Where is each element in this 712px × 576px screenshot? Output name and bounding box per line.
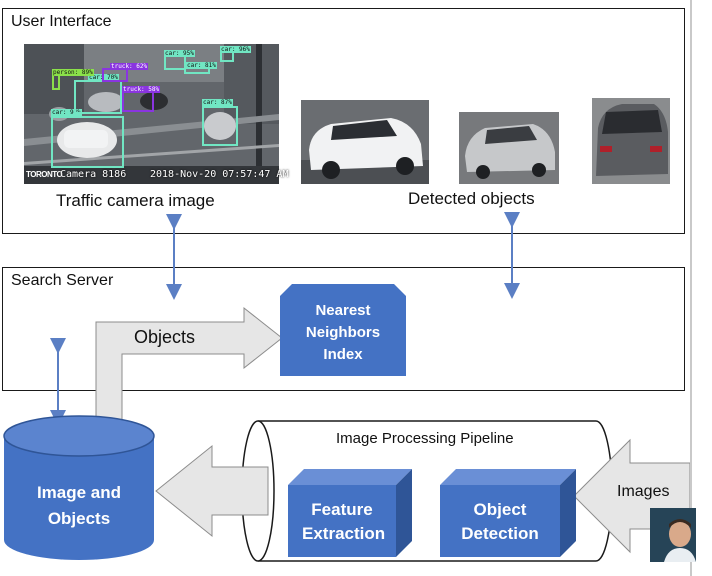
detection-label: car: 95% (164, 50, 195, 57)
nearest-neighbors-shape (280, 284, 406, 376)
camera-id-overlay: Camera 8186 (60, 169, 127, 180)
feature-extraction-block (288, 469, 412, 557)
person-avatar-icon (650, 508, 696, 562)
user-interface-title: User Interface (11, 13, 112, 30)
traffic-camera-image: car: 94% car: 70% truck: 58% truck: 62% … (24, 44, 288, 184)
camera-logo: TORONTO (26, 170, 63, 179)
traffic-camera-caption: Traffic camera image (56, 191, 215, 210)
object-detection-label: Object Detection (461, 500, 539, 543)
detection-label: car: 87% (202, 99, 233, 106)
nearest-neighbors-index: Nearest Neighbors Index (280, 300, 406, 366)
database-label: Image and Objects (36, 483, 122, 528)
detection-box (74, 80, 122, 114)
objects-arrow (95, 306, 283, 421)
nearest-neighbors-label: Nearest Neighbors Index (305, 302, 381, 363)
database-cylinder (3, 415, 155, 560)
dark-suv-rear-image (592, 98, 670, 184)
silver-minivan-image (459, 112, 559, 184)
detection-label: car: 96% (220, 46, 251, 53)
detection-label: truck: 62% (110, 63, 149, 70)
detected-objects-caption: Detected objects (408, 189, 535, 208)
camera-scene (24, 44, 279, 184)
feature-extraction: Feature Extraction (288, 498, 396, 546)
camera-timestamp-overlay: 2018-Nov-20 07:57:47 AM (150, 169, 289, 180)
white-suv-image (301, 100, 429, 184)
object-detection: Object Detection (440, 498, 560, 546)
page-edge-rule (690, 0, 692, 576)
feature-extraction-label: Feature Extraction (302, 500, 386, 543)
detection-label: car: 94% (51, 109, 82, 116)
presenter-avatar (650, 508, 696, 562)
pipeline-title: Image Processing Pipeline (336, 430, 514, 447)
detection-label: person: 89% (52, 69, 94, 76)
detection-label: car: 81% (186, 62, 217, 69)
object-detection-block (440, 469, 576, 557)
objects-label: Objects (134, 327, 196, 347)
search-server-title: Search Server (11, 272, 114, 289)
images-label: Images (617, 483, 670, 500)
pipeline-to-db-arrow (155, 444, 269, 538)
detected-object-thumbnail (301, 100, 429, 184)
detection-box (202, 106, 238, 146)
detected-object-thumbnail (459, 112, 559, 184)
detection-label: truck: 58% (122, 86, 161, 93)
detection-box (51, 116, 124, 168)
image-and-objects-db: Image and Objects (4, 480, 154, 532)
detected-object-thumbnail (592, 98, 670, 184)
